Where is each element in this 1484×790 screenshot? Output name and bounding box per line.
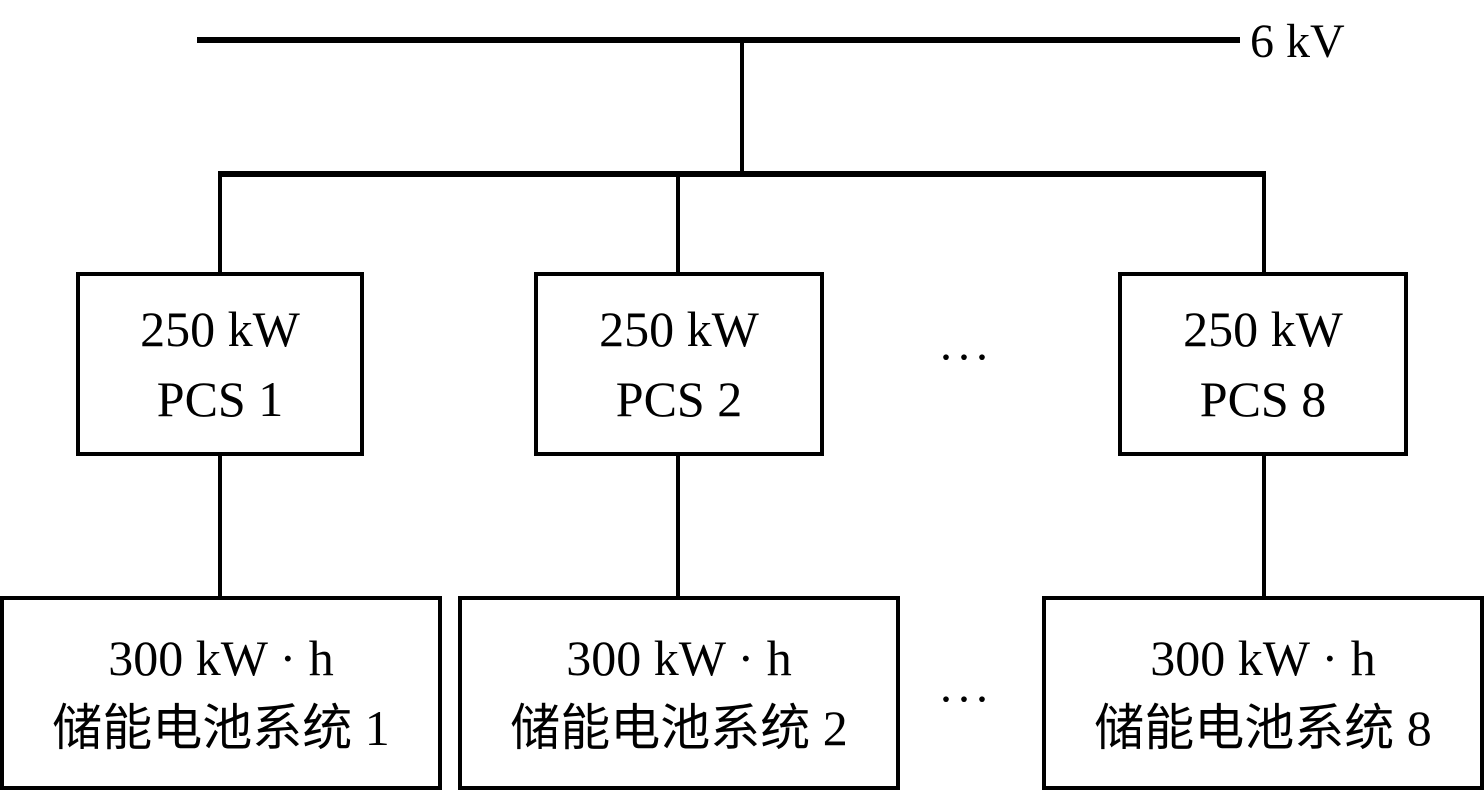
battery-capacity: 300 kW · h (1150, 630, 1376, 686)
pcs-ellipsis: ··· (938, 331, 992, 384)
battery-capacity: 300 kW · h (108, 630, 334, 686)
pcs-power: 250 kW (599, 301, 759, 357)
battery-capacity: 300 kW · h (566, 630, 792, 686)
battery-box-1: 300 kW · h 储能电池系统 1 (0, 596, 442, 790)
pcs-power: 250 kW (140, 301, 300, 357)
battery-name: 储能电池系统 1 (52, 700, 390, 756)
pcs-power: 250 kW (1183, 301, 1343, 357)
pcs-box-2: 250 kW PCS 2 (534, 272, 824, 456)
pcs-box-1: 250 kW PCS 1 (76, 272, 364, 456)
battery-name: 储能电池系统 8 (1094, 700, 1432, 756)
battery-name: 储能电池系统 2 (510, 700, 848, 756)
bus-voltage-label: 6 kV (1250, 15, 1345, 68)
battery-ellipsis: ··· (938, 673, 992, 726)
pcs-name: PCS 2 (615, 371, 743, 427)
battery-box-2: 300 kW · h 储能电池系统 2 (458, 596, 900, 790)
pcs-box-8: 250 kW PCS 8 (1118, 272, 1408, 456)
pcs-name: PCS 8 (1199, 371, 1327, 427)
pcs-name: PCS 1 (156, 371, 284, 427)
battery-box-8: 300 kW · h 储能电池系统 8 (1042, 596, 1484, 790)
